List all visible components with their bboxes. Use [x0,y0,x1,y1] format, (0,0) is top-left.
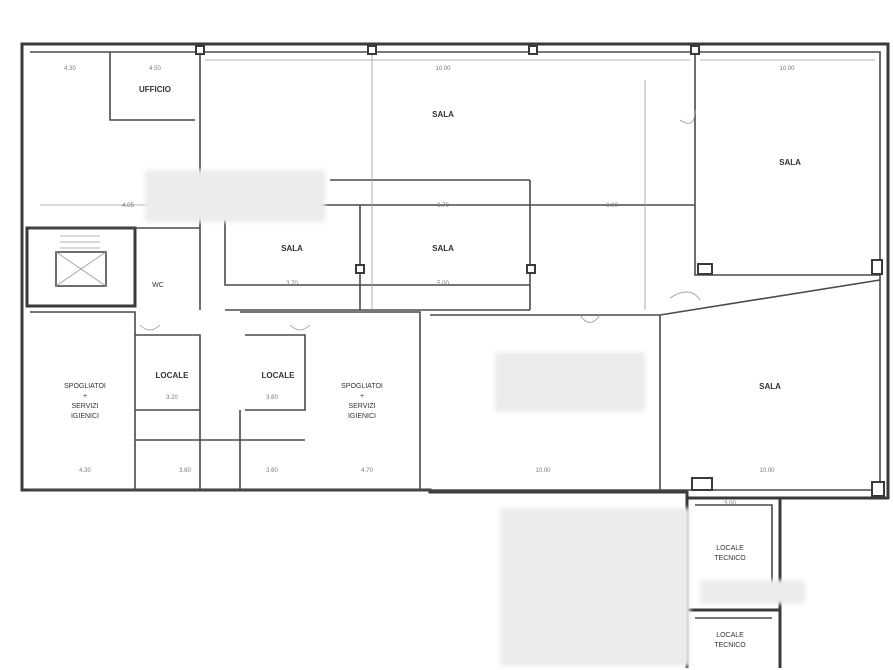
svg-text:+: + [83,393,87,400]
room-label-spogliatoi-2: SPOGLIATOI + SERVIZI IGIENICI [341,383,383,420]
dimension-text: 3.00 [724,501,736,507]
redacted-area-2 [495,352,645,412]
dimension-text: 3.60 [179,468,191,474]
dimension-text: 8.00 [606,203,618,209]
wall-mid-horizontal [200,52,880,310]
wall-lower [30,279,881,490]
column [690,45,700,55]
room-label-sala-2: SALA [779,158,801,167]
door-arc [679,109,696,124]
dimension-text: 5.00 [437,281,449,287]
dimension-text: 3.60 [266,468,278,474]
room-label-ufficio: UFFICIO [139,85,171,94]
dimension-text: 4.05 [122,203,134,209]
room-label-locale-tecnico-1: LOCALE TECNICO [714,545,746,562]
column [871,259,883,275]
room-label-sala-3: SALA [281,244,303,253]
dimension-text: 10.00 [759,468,775,474]
dimension-text: 4.70 [361,468,373,474]
column [871,481,885,497]
dimension-text: 10.00 [779,66,795,72]
dimension-text: 4.30 [64,66,76,72]
dimension-text: 3.60 [266,395,278,401]
stair-block [25,226,137,308]
door-arc [669,291,701,301]
outer-wall-inner [30,51,881,491]
svg-text:SERVIZI: SERVIZI [348,403,375,410]
redacted-area-3 [500,508,690,666]
redacted-area-1 [145,170,325,222]
svg-text:TECNICO: TECNICO [714,642,746,649]
dimension-text: 8.70 [437,203,449,209]
outer-wall [20,42,890,500]
column [691,477,713,491]
dimension-text: 10.00 [535,468,551,474]
svg-text:SPOGLIATOI: SPOGLIATOI [64,383,106,390]
dimension-text: 3.20 [166,395,178,401]
stair-treads [55,235,107,287]
room-label-spogliatoi-1: SPOGLIATOI + SERVIZI IGIENICI [64,383,106,420]
column [526,264,536,274]
room-label-sala-1: SALA [432,110,454,119]
room-label-locale-2: LOCALE [262,371,296,380]
column [195,45,205,55]
svg-text:+: + [360,393,364,400]
dimension-text: 4.50 [149,66,161,72]
door-arc [139,324,161,331]
svg-text:TECNICO: TECNICO [714,555,746,562]
column [367,45,377,55]
dim-lines [40,52,875,310]
svg-text:LOCALE: LOCALE [716,632,744,639]
column [355,264,365,274]
room-label-locale-tecnico-2: LOCALE TECNICO [714,632,746,649]
door-arc [289,324,311,331]
column [697,263,713,275]
door-arc [579,314,601,323]
annex-inner [695,504,773,619]
room-label-sala-5: SALA [759,382,781,391]
svg-text:SERVIZI: SERVIZI [71,403,98,410]
svg-text:IGIENICI: IGIENICI [71,413,99,420]
dimension-text: 3.70 [286,281,298,287]
room-label-wc: WC [152,282,164,289]
room-label-locale-1: LOCALE [156,371,190,380]
svg-text:LOCALE: LOCALE [716,545,744,552]
dimension-text: 10.00 [435,66,451,72]
stair-core [55,251,107,287]
redacted-area-4 [700,580,805,604]
svg-text:IGIENICI: IGIENICI [348,413,376,420]
dimension-text: 4.30 [79,468,91,474]
column [528,45,538,55]
svg-text:SPOGLIATOI: SPOGLIATOI [341,383,383,390]
wall-small-salas [224,205,530,311]
room-label-sala-4: SALA [432,244,454,253]
